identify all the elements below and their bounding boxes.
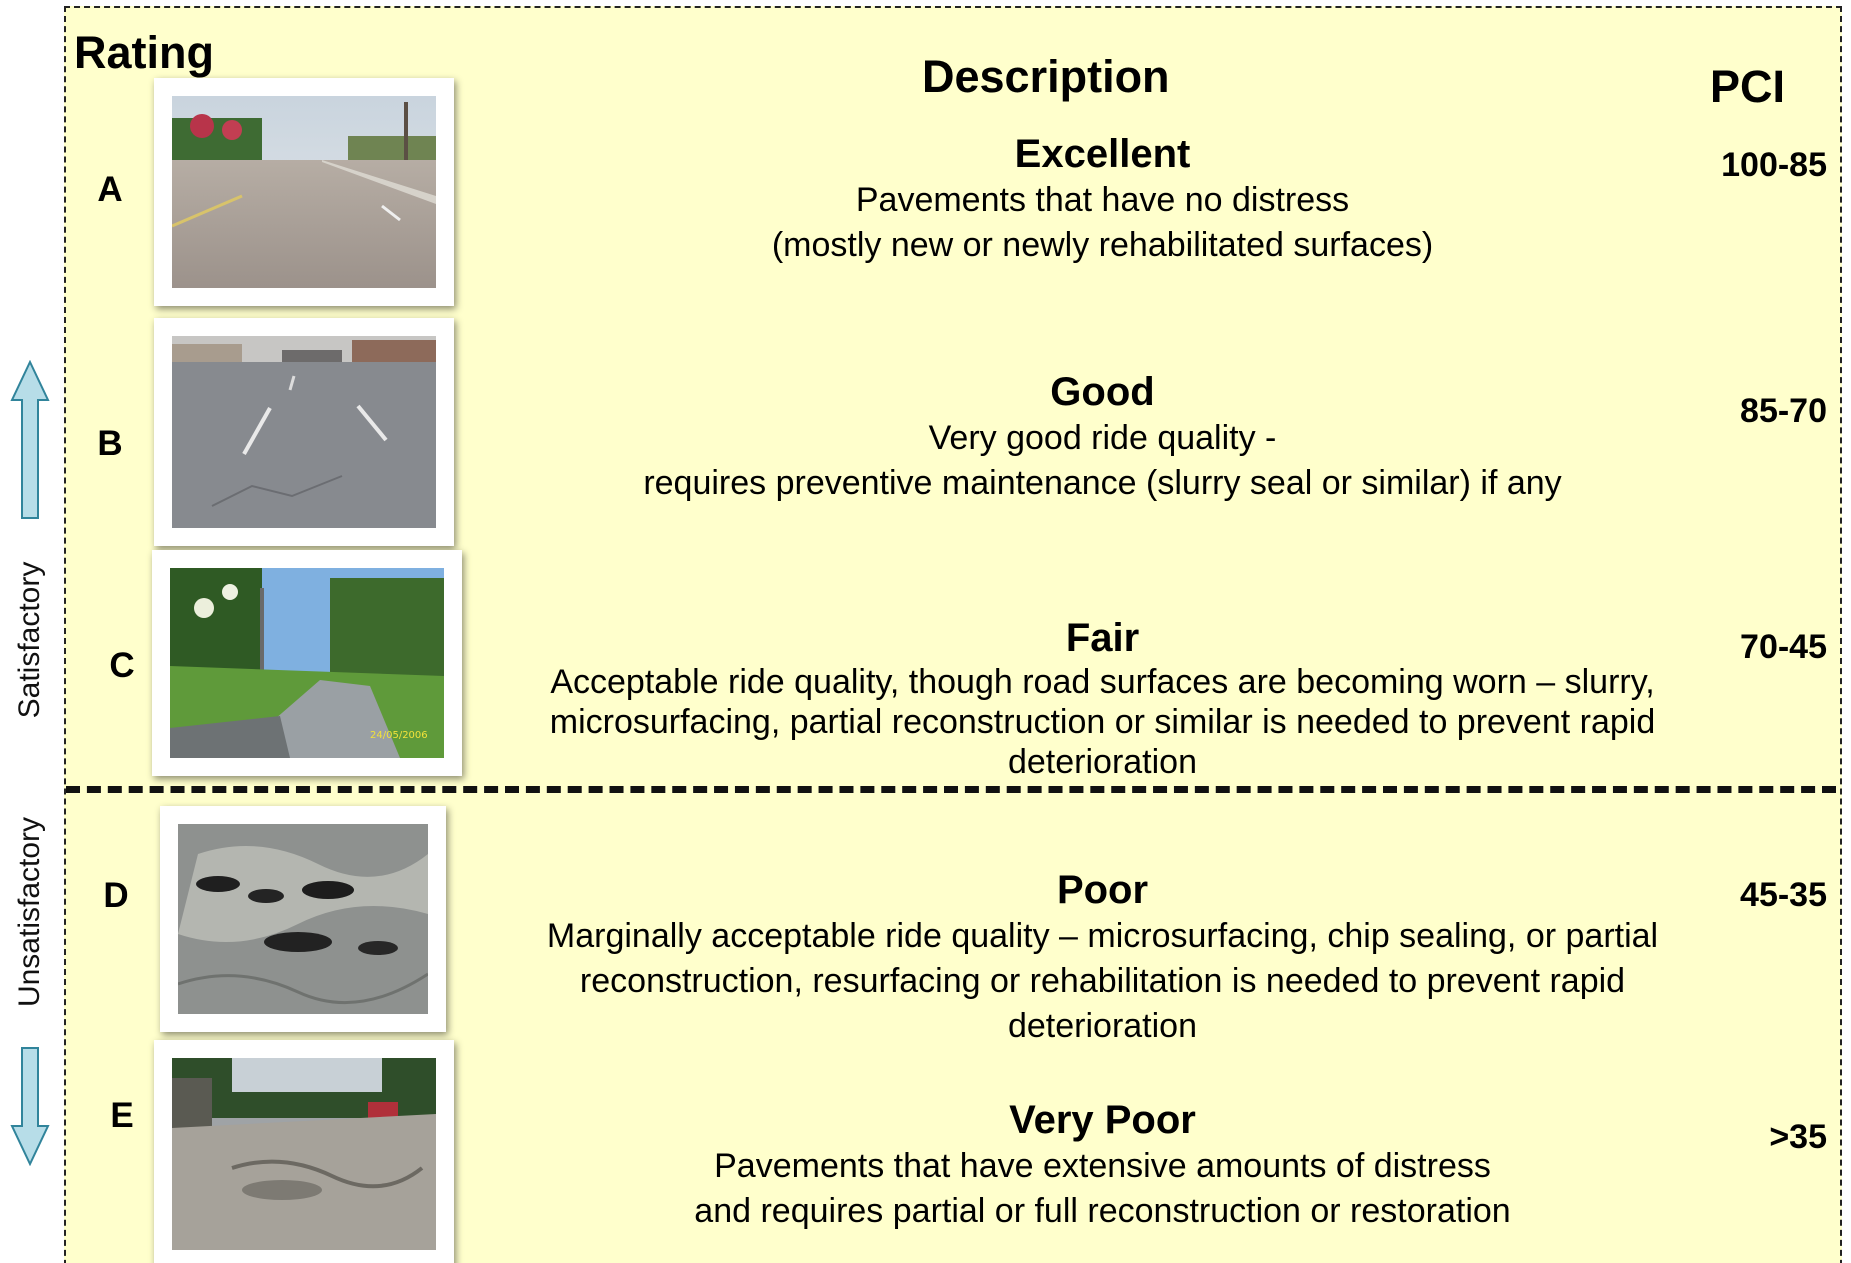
pci-range: >35: [1769, 1118, 1827, 1156]
condition-description: Pavements that have no distress (mostly …: [771, 181, 1434, 264]
condition-title: Fair: [1065, 616, 1140, 660]
condition-description: Marginally acceptable ride quality – mic…: [546, 917, 1659, 1045]
description-good: Good Very good ride quality - requires p…: [470, 368, 1735, 506]
pci-range: 45-35: [1740, 876, 1827, 914]
rating-letter: D: [103, 876, 129, 915]
condition-title: Good: [1050, 370, 1155, 414]
pci-range: 100-85: [1721, 146, 1827, 184]
pavement-photo-good: [154, 318, 454, 546]
photo-date-stamp: 24/05/2006: [370, 730, 428, 741]
satisfactory-label: Satisfactory: [13, 561, 46, 719]
pavement-photo-poor: [160, 806, 446, 1032]
description-very-poor: Very Poor Pavements that have extensive …: [470, 1096, 1735, 1234]
description-poor: Poor Marginally acceptable ride quality …: [470, 866, 1735, 1049]
rating-letter: A: [97, 170, 123, 209]
pavement-photo-fair: 24/05/2006: [152, 550, 462, 776]
rating-header: Rating: [74, 27, 214, 78]
rating-letter: C: [109, 646, 135, 685]
pci-header: PCI: [1710, 61, 1786, 112]
condition-description: Acceptable ride quality, though road sur…: [549, 663, 1656, 781]
description-excellent: Excellent Pavements that have no distres…: [470, 130, 1735, 268]
condition-title: Poor: [1056, 868, 1149, 912]
satisfactory-divider: [66, 786, 1836, 793]
rating-letter: E: [110, 1096, 134, 1135]
description-header: Description: [922, 51, 1170, 102]
condition-title: Excellent: [1014, 132, 1191, 176]
pci-range: 70-45: [1740, 628, 1827, 666]
pavement-photo-very-poor: [154, 1040, 454, 1263]
unsatisfactory-label: Unsatisfactory: [13, 816, 46, 1008]
description-fair: Fair Acceptable ride quality, though roa…: [470, 614, 1735, 782]
condition-description: Pavements that have extensive amounts of…: [694, 1147, 1511, 1230]
down-arrow-icon: [10, 1047, 50, 1166]
pavement-photo-excellent: [154, 78, 454, 306]
condition-title: Very Poor: [1009, 1098, 1196, 1142]
condition-description: Very good ride quality - requires preven…: [643, 419, 1562, 502]
pci-range: 85-70: [1740, 392, 1827, 430]
up-arrow-icon: [10, 360, 50, 519]
rating-letter: B: [97, 424, 123, 463]
